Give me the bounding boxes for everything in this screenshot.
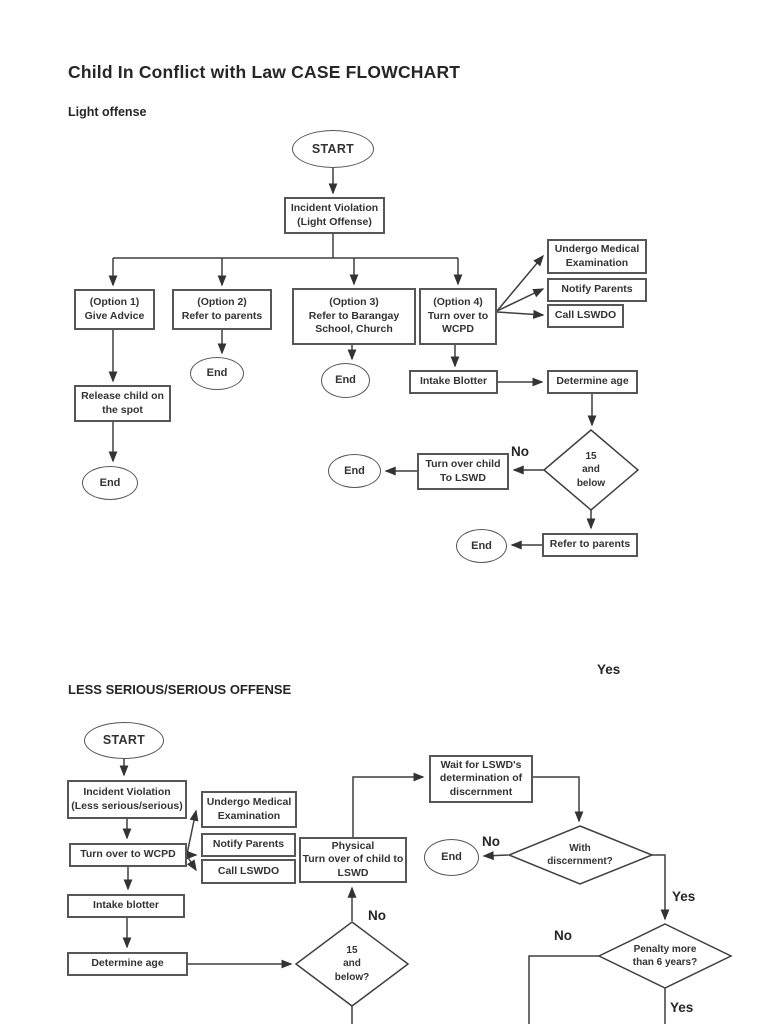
- chart1-age-decision-diamond: [542, 429, 640, 511]
- page-title: Child In Conflict with Law CASE FLOWCHAR…: [68, 62, 461, 82]
- chart1-turn-over-child-node: Turn over child To LSWD: [417, 453, 509, 490]
- chart1-refer-to-parents-node: Refer to parents: [542, 533, 638, 557]
- chart1-notify-parents-node: Notify Parents: [547, 278, 647, 302]
- chart2-discernment-yes-label: Yes: [672, 889, 696, 904]
- chart2-penalty-yes-label: Yes: [670, 1000, 694, 1015]
- chart1-release-child-node: Release child on the spot: [74, 385, 171, 422]
- chart2-discernment-decision-label: With discernment?: [547, 842, 613, 868]
- chart2-wait-lswd-node: Wait for LSWD's determination of discern…: [429, 755, 533, 803]
- chart1-incident-node: Incident Violation (Light Offense): [284, 197, 385, 234]
- chart2-turn-over-wcpd-node: Turn over to WCPD: [69, 843, 187, 867]
- chart1-intake-blotter-node: Intake Blotter: [409, 370, 498, 394]
- chart1-option1-node: (Option 1) Give Advice: [74, 289, 155, 330]
- chart1-start-node: START: [292, 130, 374, 168]
- chart1-end-node-5: End: [456, 529, 507, 563]
- chart2-incident-node: Incident Violation (Less serious/serious…: [67, 780, 187, 819]
- chart2-penalty-decision-diamond: [597, 923, 733, 989]
- chart1-end-node-4: End: [328, 454, 381, 488]
- chart2-heading: LESS SERIOUS/SERIOUS OFFENSE: [68, 682, 292, 697]
- chart2-age-no-label: No: [368, 908, 386, 923]
- chart1-call-lswdo-node: Call LSWDO: [547, 304, 624, 328]
- chart1-floating-yes-label: Yes: [597, 662, 621, 677]
- chart1-no-label: No: [511, 444, 529, 459]
- chart1-end-node-1: End: [82, 466, 138, 500]
- chart1-undergo-medical-node: Undergo Medical Examination: [547, 239, 647, 274]
- chart1-end-node-2: End: [190, 357, 244, 390]
- chart2-discernment-no-label: No: [482, 834, 500, 849]
- chart1-heading: Light offense: [68, 105, 147, 119]
- chart1-option4-node: (Option 4) Turn over to WCPD: [419, 288, 497, 345]
- chart2-call-lswdo-node: Call LSWDO: [201, 859, 296, 884]
- chart2-determine-age-node: Determine age: [67, 952, 188, 976]
- chart2-intake-blotter-node: Intake blotter: [67, 894, 185, 918]
- chart2-discernment-decision-diamond: [507, 825, 655, 885]
- chart2-age-decision-diamond: [294, 921, 410, 1007]
- chart2-age-decision-label: 15 and below?: [334, 944, 370, 983]
- chart2-notify-parents-node: Notify Parents: [201, 833, 296, 857]
- chart1-option2-node: (Option 2) Refer to parents: [172, 289, 272, 330]
- chart2-physical-turnover-node: Physical Turn over of child to LSWD: [299, 837, 407, 883]
- chart1-determine-age-node: Determine age: [547, 370, 638, 394]
- chart2-start-node: START: [84, 722, 164, 759]
- chart2-end-node: End: [424, 839, 479, 876]
- chart1-end-node-3: End: [321, 363, 370, 398]
- chart2-penalty-no-label: No: [554, 928, 572, 943]
- chart1-age-decision-label: 15 and below: [576, 450, 606, 489]
- chart2-penalty-decision-label: Penalty more than 6 years?: [632, 943, 698, 969]
- chart1-option3-node: (Option 3) Refer to Barangay School, Chu…: [292, 288, 416, 345]
- chart2-undergo-medical-node: Undergo Medical Examination: [201, 791, 297, 828]
